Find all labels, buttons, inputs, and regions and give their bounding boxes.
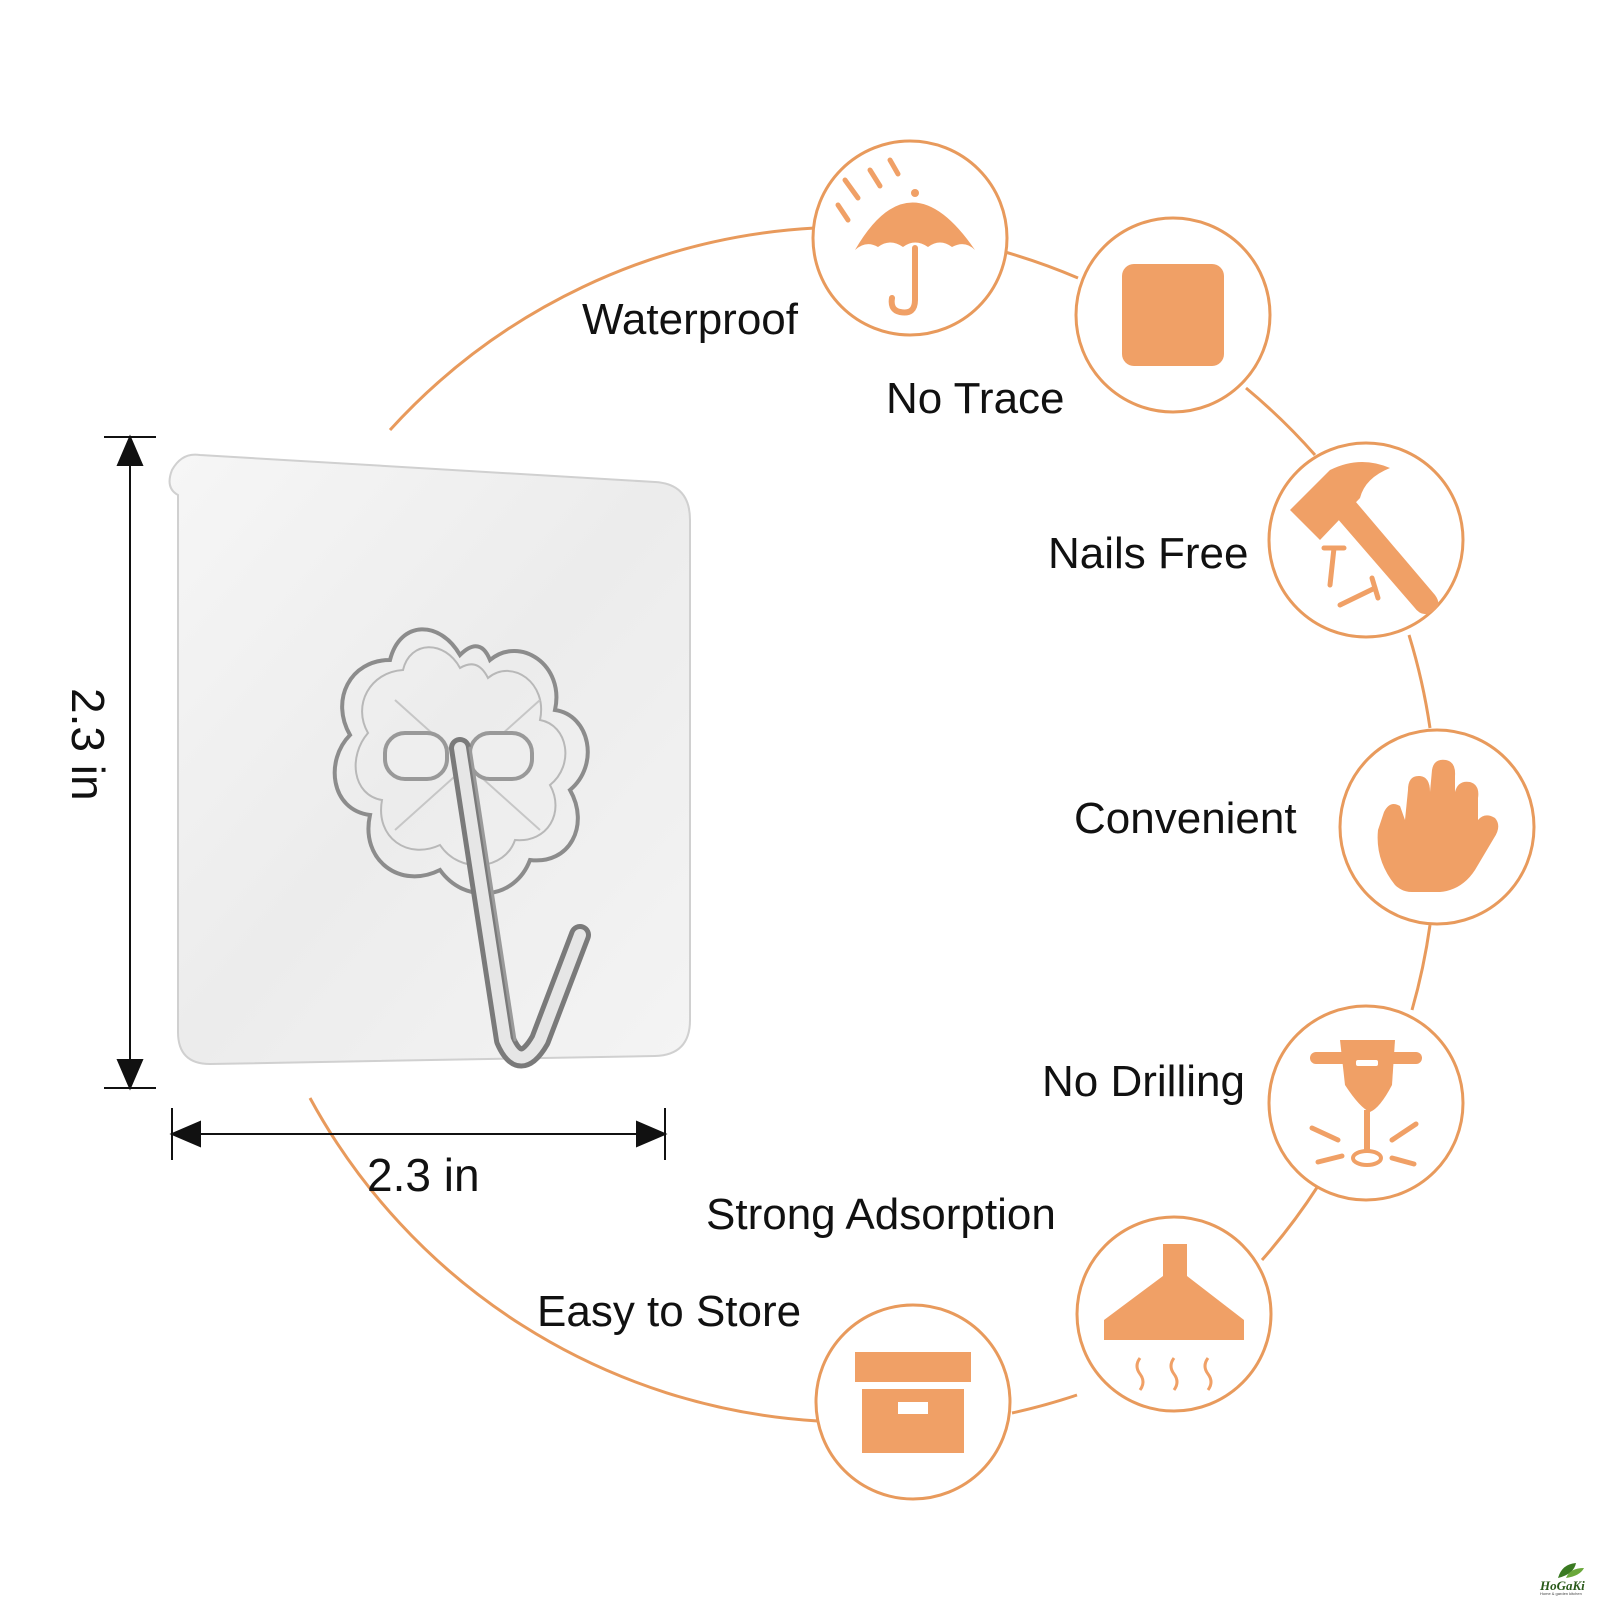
brand-logo: HoGaKi Home & garden kitchen <box>1540 1560 1596 1596</box>
brand-tagline: Home & garden kitchen <box>1540 1591 1582 1596</box>
feature-circle-no-trace <box>1074 216 1272 414</box>
hand-icon <box>1377 759 1499 892</box>
height-dimension-arrow <box>104 434 156 1091</box>
feature-circle-no-drilling <box>1267 1004 1465 1202</box>
feature-label-no-drilling: No Drilling <box>1042 1057 1245 1106</box>
range-hood-icon <box>1104 1244 1244 1391</box>
metal-hook <box>449 737 591 1069</box>
feature-label-nails-free: Nails Free <box>1048 529 1249 578</box>
storage-box-icon <box>855 1352 971 1453</box>
leaf-icon <box>1558 1563 1584 1578</box>
feature-circle-strong-adsorption <box>1075 1215 1273 1413</box>
feature-label-convenient: Convenient <box>1074 794 1297 843</box>
rounded-square-icon <box>1122 264 1224 366</box>
width-dimension-label: 2.3 in <box>367 1149 480 1201</box>
drill-icon <box>1309 1040 1422 1167</box>
height-dimension-label: 2.3 in <box>62 688 114 801</box>
width-dimension-arrow <box>169 1108 668 1160</box>
feature-circle-waterproof <box>811 139 1009 337</box>
feature-label-no-trace: No Trace <box>886 374 1065 423</box>
connecting-arc <box>308 226 1432 1423</box>
feature-label-waterproof: Waterproof <box>582 295 799 344</box>
umbrella-rain-icon <box>835 157 975 316</box>
feature-label-easy-to-store: Easy to Store <box>537 1287 802 1336</box>
feature-circle-convenient <box>1338 728 1536 926</box>
feature-circle-nails-free <box>1267 441 1465 639</box>
hammer-nails-icon <box>1290 461 1439 615</box>
feature-label-strong-adsorption: Strong Adsorption <box>706 1190 1056 1239</box>
brand-logo-text: HoGaKi <box>1540 1578 1585 1593</box>
feature-circle-easy-to-store <box>814 1303 1012 1501</box>
